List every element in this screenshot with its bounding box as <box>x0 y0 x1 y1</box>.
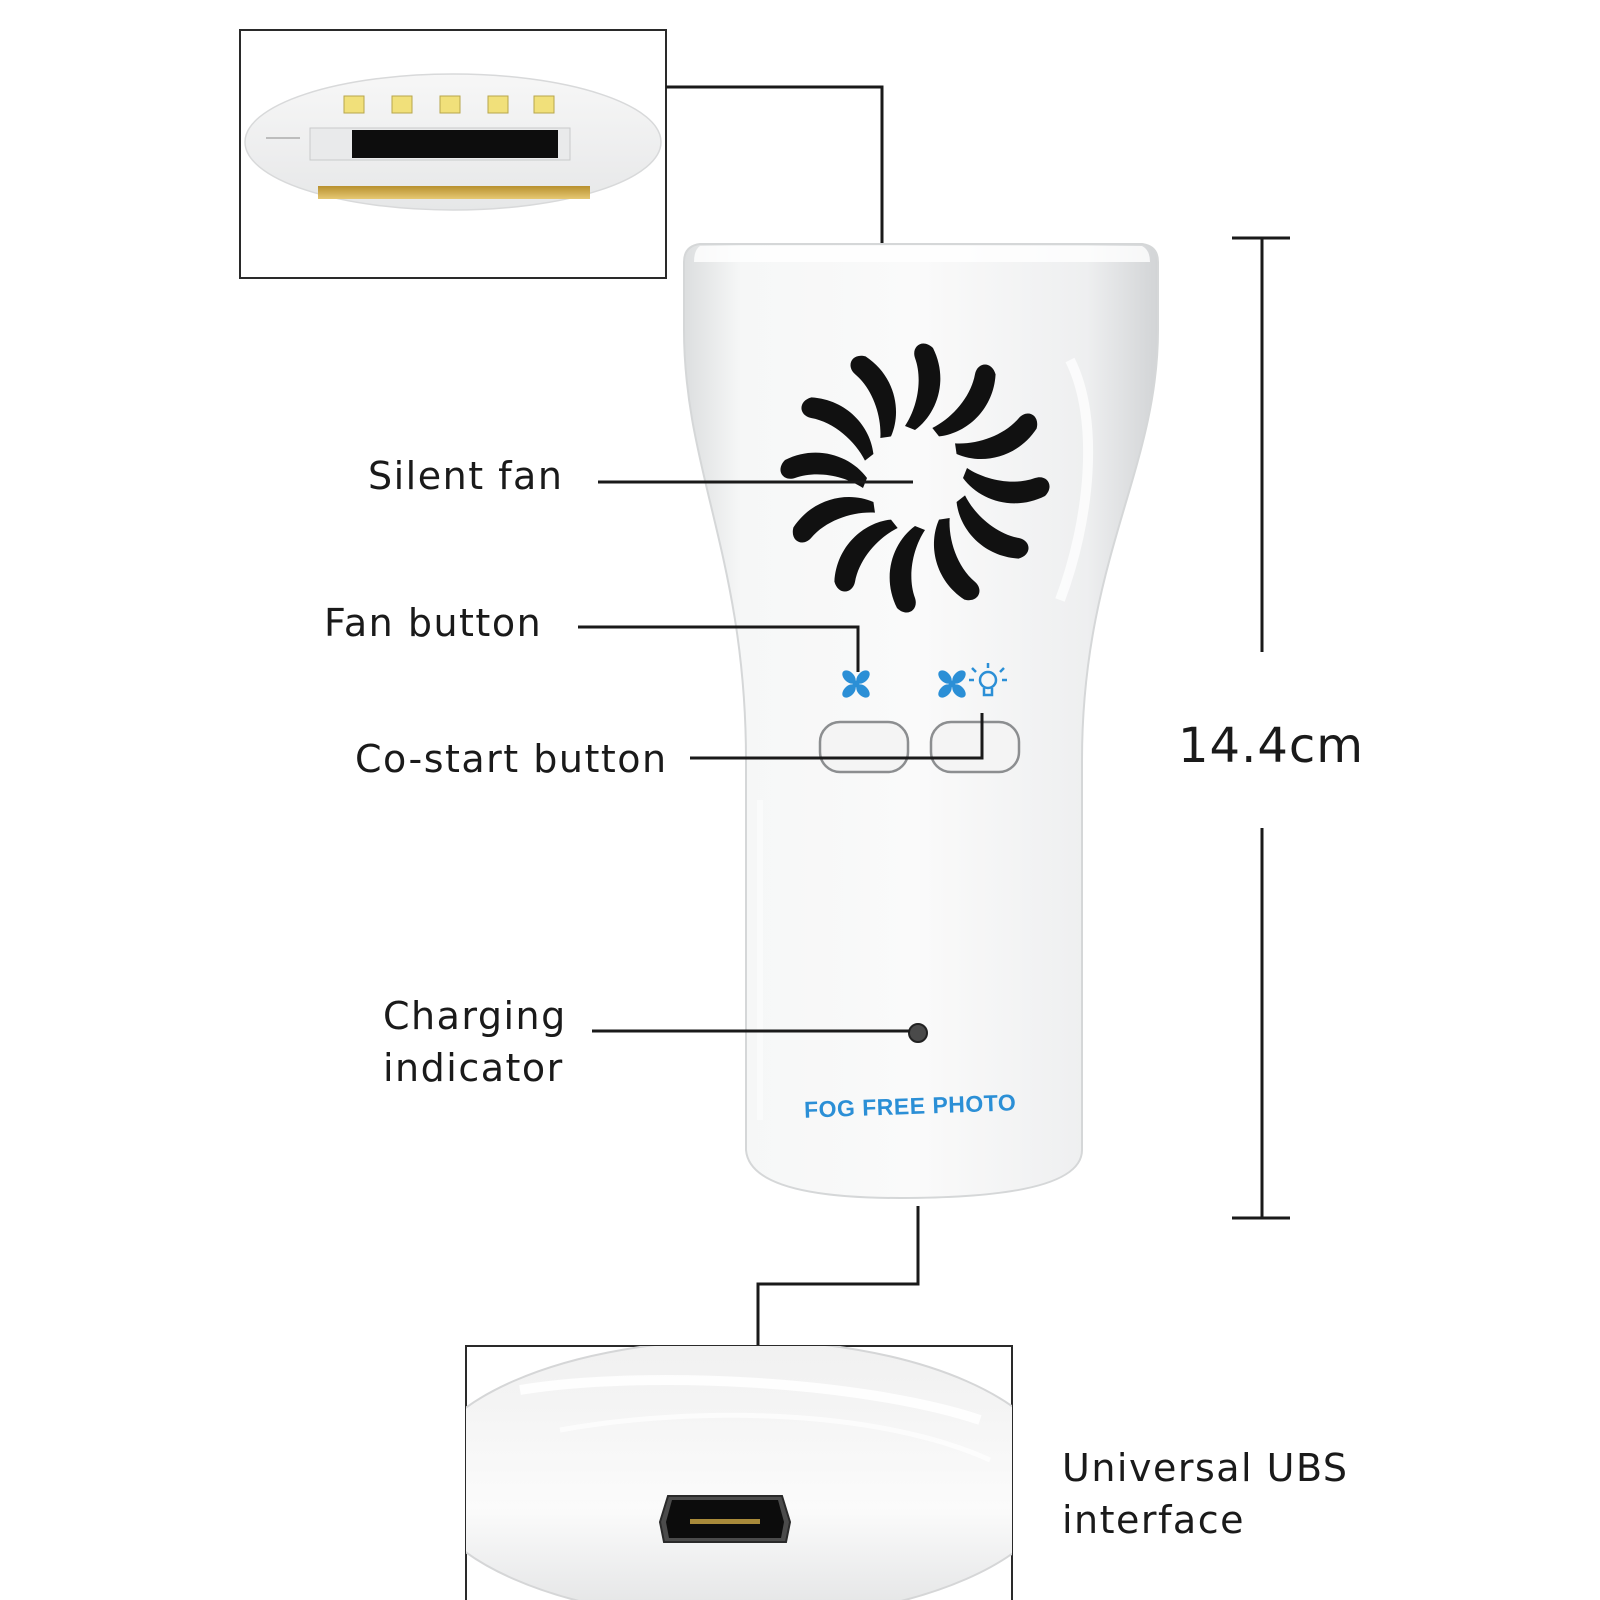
co-start-button[interactable] <box>929 720 1021 774</box>
fan-vent-blade <box>792 496 875 543</box>
fan-icon <box>780 343 1050 613</box>
usb-interface-label: Universal UBS interface <box>1062 1442 1349 1546</box>
fan-vent-blade <box>780 452 867 488</box>
fan-vent-blade <box>932 364 996 437</box>
light-bulb-icon <box>969 663 1007 697</box>
height-dimension-value: 14.4cm <box>1178 718 1365 774</box>
uv-led-row <box>343 95 555 114</box>
charging-indicator-label: Charging indicator <box>383 990 567 1094</box>
fan-vent-blade <box>955 413 1038 460</box>
top-inset-panel <box>239 29 667 279</box>
bottom-inset-panel <box>465 1345 1013 1600</box>
fan-button-icon <box>842 670 870 698</box>
fan-vent-blade <box>963 468 1050 504</box>
silent-fan-label: Silent fan <box>368 454 564 498</box>
co-start-fan-icon <box>938 670 966 698</box>
fan-button-label: Fan button <box>324 601 543 645</box>
fan-vent-blade <box>933 518 980 601</box>
fan-button[interactable] <box>818 720 910 774</box>
co-start-button-label: Co-start button <box>355 737 668 781</box>
usb-interface-label-line-1: Universal UBS <box>1062 1446 1349 1490</box>
fan-button-leader <box>578 625 860 672</box>
micro-usb-port-icon <box>658 1495 792 1543</box>
charging-indicator-light <box>908 1023 928 1043</box>
fan-vent-blade <box>956 495 1029 559</box>
fan-vent-blade <box>834 519 898 592</box>
fan-vent-blade <box>889 526 925 613</box>
usb-leader <box>756 1206 920 1346</box>
charging-indicator-label-line-2: indicator <box>383 1046 564 1090</box>
height-dimension-marker <box>1232 236 1290 1220</box>
fan-vent-blade <box>850 355 897 438</box>
top-inset-leader <box>666 85 884 246</box>
charging-indicator-label-line-1: Charging <box>383 994 567 1038</box>
fan-vent-blade <box>801 397 874 461</box>
usb-interface-label-line-2: interface <box>1062 1498 1245 1542</box>
co-start-leader <box>690 713 984 760</box>
fan-vent-blade <box>905 343 941 430</box>
uv-lamp-strip <box>318 186 590 199</box>
